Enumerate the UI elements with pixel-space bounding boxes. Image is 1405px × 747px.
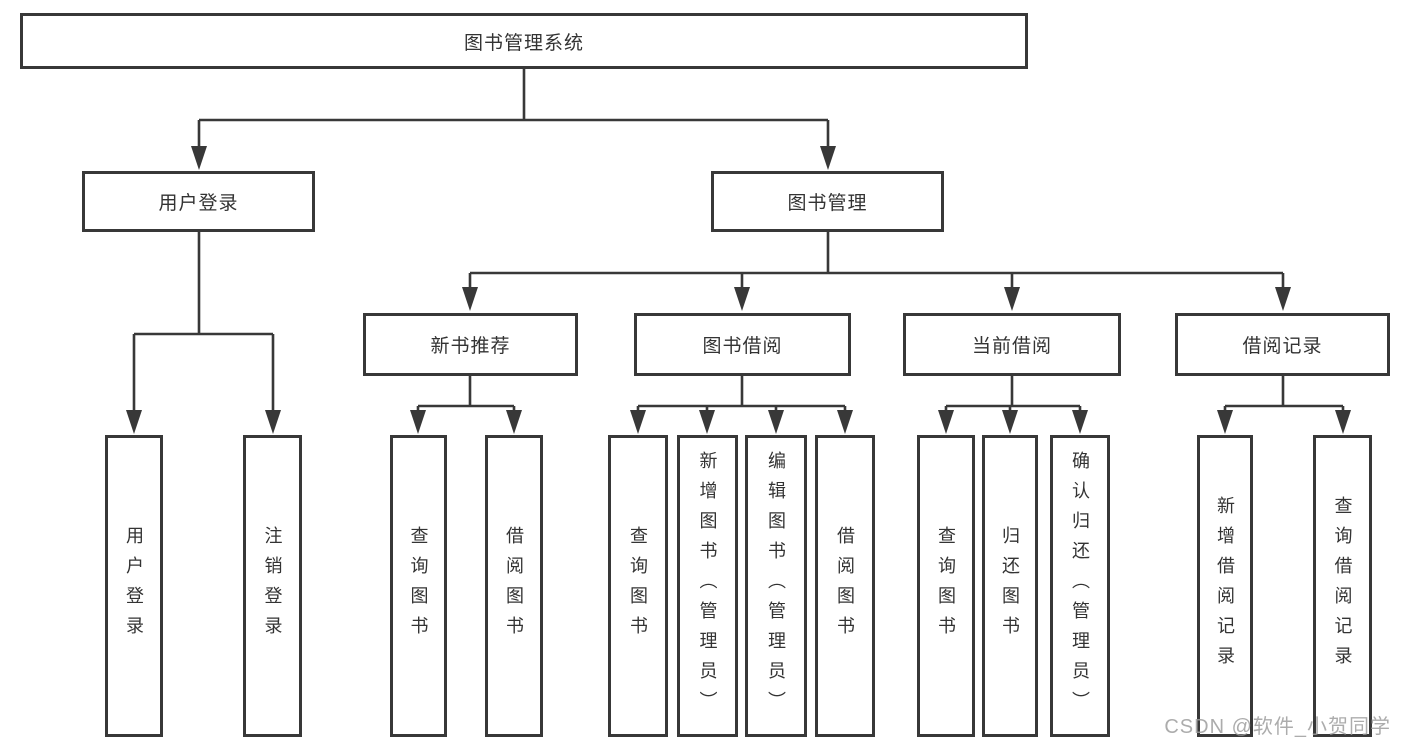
node-user-login: 用户登录 [82, 171, 315, 232]
leaf-add-borrow-record: 新增借阅记录 [1197, 435, 1253, 737]
leaf-edit-book-admin: 编辑图书（管理员） [745, 435, 807, 737]
leaf-user-login: 用户登录 [105, 435, 163, 737]
node-borrow-records: 借阅记录 [1175, 313, 1390, 376]
node-library-system: 图书管理系统 [20, 13, 1028, 69]
leaf-borrow-books-recommend: 借阅图书 [485, 435, 543, 737]
leaf-return-book: 归还图书 [982, 435, 1038, 737]
leaf-query-books-recommend: 查询图书 [390, 435, 447, 737]
node-book-borrow: 图书借阅 [634, 313, 851, 376]
watermark: CSDN @软件_小贺同学 [1164, 716, 1391, 738]
node-current-borrow: 当前借阅 [903, 313, 1121, 376]
leaf-confirm-return-admin: 确认归还（管理员） [1050, 435, 1110, 737]
leaf-query-books-borrow: 查询图书 [608, 435, 668, 737]
leaf-logout: 注销登录 [243, 435, 302, 737]
node-new-book-recommend: 新书推荐 [363, 313, 578, 376]
leaf-query-books-current: 查询图书 [917, 435, 975, 737]
leaf-borrow-books: 借阅图书 [815, 435, 875, 737]
leaf-add-book-admin: 新增图书（管理员） [677, 435, 738, 737]
node-book-management: 图书管理 [711, 171, 944, 232]
leaf-query-borrow-record: 查询借阅记录 [1313, 435, 1372, 737]
